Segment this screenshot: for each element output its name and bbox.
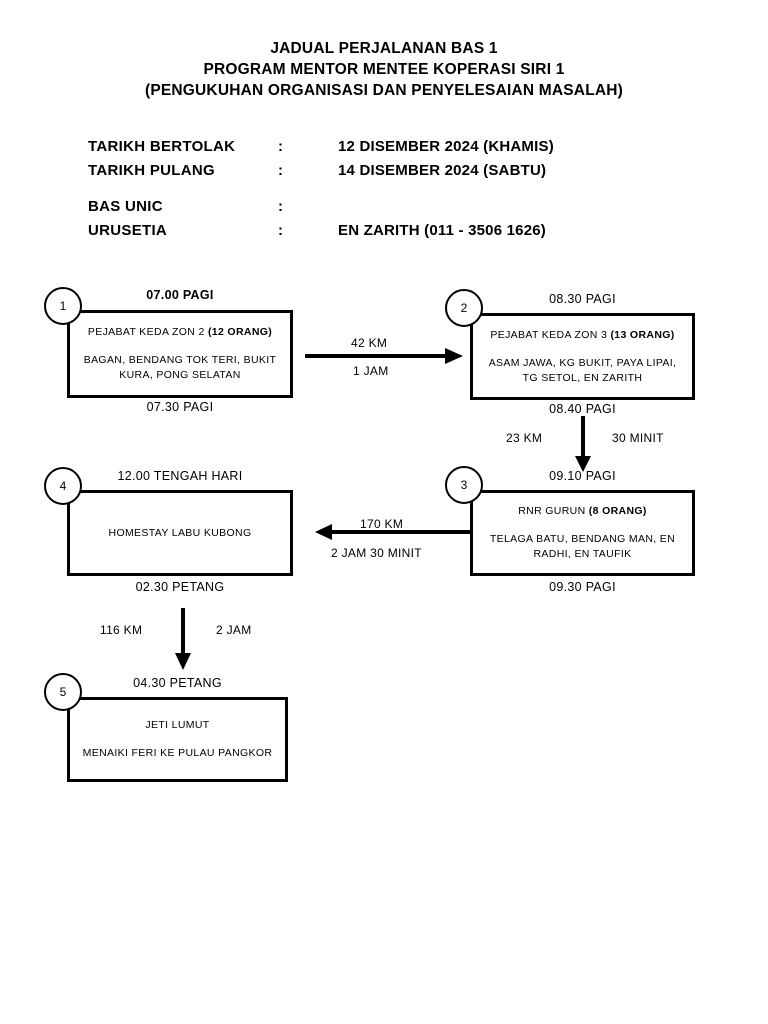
node-5-heading: JETI LUMUT — [145, 719, 210, 731]
node-1-detail: BAGAN, BENDANG TOK TERI, BUKIT KURA, PON… — [83, 354, 277, 381]
info-row-tarikh-bertolak: TARIKH BERTOLAK : 12 DISEMBER 2024 (KHAM… — [88, 135, 648, 159]
node-3-detail: TELAGA BATU, BENDANG MAN, EN RADHI, EN T… — [489, 533, 676, 560]
info-value: EN ZARITH (011 - 3506 1626) — [338, 222, 546, 239]
trip-info-block: TARIKH BERTOLAK : 12 DISEMBER 2024 (KHAM… — [88, 135, 648, 243]
node-2-end-time: 08.40 PAGI — [549, 402, 616, 416]
node-5-box: JETI LUMUT MENAIKI FERI KE PULAU PANGKOR — [67, 697, 288, 782]
edge-4-5-distance: 116 KM — [100, 623, 143, 637]
node-1-heading: PEJABAT KEDA ZON 2 (12 ORANG) — [87, 326, 273, 338]
page-title: JADUAL PERJALANAN BAS 1 PROGRAM MENTOR M… — [0, 38, 768, 101]
node-4-end-time: 02.30 PETANG — [135, 580, 225, 594]
node-3-start-time: 09.10 PAGI — [549, 469, 616, 483]
node-2-heading: PEJABAT KEDA ZON 3 (13 ORANG) — [490, 328, 675, 341]
title-line-2: PROGRAM MENTOR MENTEE KOPERASI SIRI 1 — [203, 61, 565, 78]
info-label: TARIKH BERTOLAK — [88, 138, 236, 155]
node-4-badge: 4 — [44, 467, 82, 505]
info-colon: : — [278, 162, 283, 179]
info-value: 14 DISEMBER 2024 (SABTU) — [338, 162, 547, 179]
edge-3-4-arrow-icon — [315, 524, 470, 540]
node-3-badge: 3 — [445, 466, 483, 504]
edge-1-2-arrow-icon — [305, 348, 463, 364]
edge-4-5-duration: 2 JAM — [216, 623, 252, 637]
info-value: 12 DISEMBER 2024 (KHAMIS) — [338, 138, 554, 155]
title-line-3: (PENGUKUHAN ORGANISASI DAN PENYELESAIAN … — [144, 82, 624, 99]
info-colon: : — [278, 138, 283, 155]
node-4-start-time: 12.00 TENGAH HARI — [117, 469, 243, 483]
edge-3-4-distance: 170 KM — [360, 517, 404, 531]
node-4-box: HOMESTAY LABU KUBONG — [67, 490, 293, 576]
node-2-box: PEJABAT KEDA ZON 3 (13 ORANG) ASAM JAWA,… — [470, 313, 695, 400]
info-label: BAS UNIC — [88, 198, 163, 215]
edge-2-3-distance: 23 KM — [506, 431, 543, 445]
node-1-box: PEJABAT KEDA ZON 2 (12 ORANG) BAGAN, BEN… — [67, 310, 293, 398]
edge-4-5-arrow-icon — [175, 608, 191, 670]
edge-1-2-duration: 1 JAM — [353, 364, 389, 378]
edge-3-4-duration: 2 JAM 30 MINIT — [331, 546, 422, 560]
edge-2-3-arrow-icon — [575, 416, 591, 472]
node-1-end-time: 07.30 PAGI — [146, 400, 214, 414]
node-5-start-time: 04.30 PETANG — [133, 676, 222, 690]
node-5-detail: MENAIKI FERI KE PULAU PANGKOR — [82, 747, 273, 759]
node-2-start-time: 08.30 PAGI — [549, 292, 616, 306]
node-1-badge: 1 — [44, 287, 82, 325]
node-5-badge: 5 — [44, 673, 82, 711]
info-row-bas-unic: BAS UNIC : — [88, 195, 648, 219]
edge-2-3-duration: 30 MINIT — [612, 431, 664, 445]
node-3-heading: RNR GURUN (8 ORANG) — [518, 505, 647, 517]
title-line-1: JADUAL PERJALANAN BAS 1 — [270, 40, 498, 57]
node-3-end-time: 09.30 PAGI — [549, 580, 616, 594]
info-row-urusetia: URUSETIA : EN ZARITH (011 - 3506 1626) — [88, 219, 648, 243]
node-1-start-time: 07.00 PAGI — [146, 288, 214, 302]
node-2-detail: ASAM JAWA, KG BUKIT, PAYA LIPAI, TG SETO… — [488, 356, 677, 384]
edge-1-2-distance: 42 KM — [351, 336, 388, 350]
info-colon: : — [278, 222, 283, 239]
info-label: TARIKH PULANG — [88, 162, 215, 179]
node-3-box: RNR GURUN (8 ORANG) TELAGA BATU, BENDANG… — [470, 490, 695, 576]
info-row-tarikh-pulang: TARIKH PULANG : 14 DISEMBER 2024 (SABTU) — [88, 159, 648, 183]
node-2-badge: 2 — [445, 289, 483, 327]
info-label: URUSETIA — [88, 222, 168, 239]
info-colon: : — [278, 198, 283, 215]
node-4-heading: HOMESTAY LABU KUBONG — [108, 526, 252, 539]
